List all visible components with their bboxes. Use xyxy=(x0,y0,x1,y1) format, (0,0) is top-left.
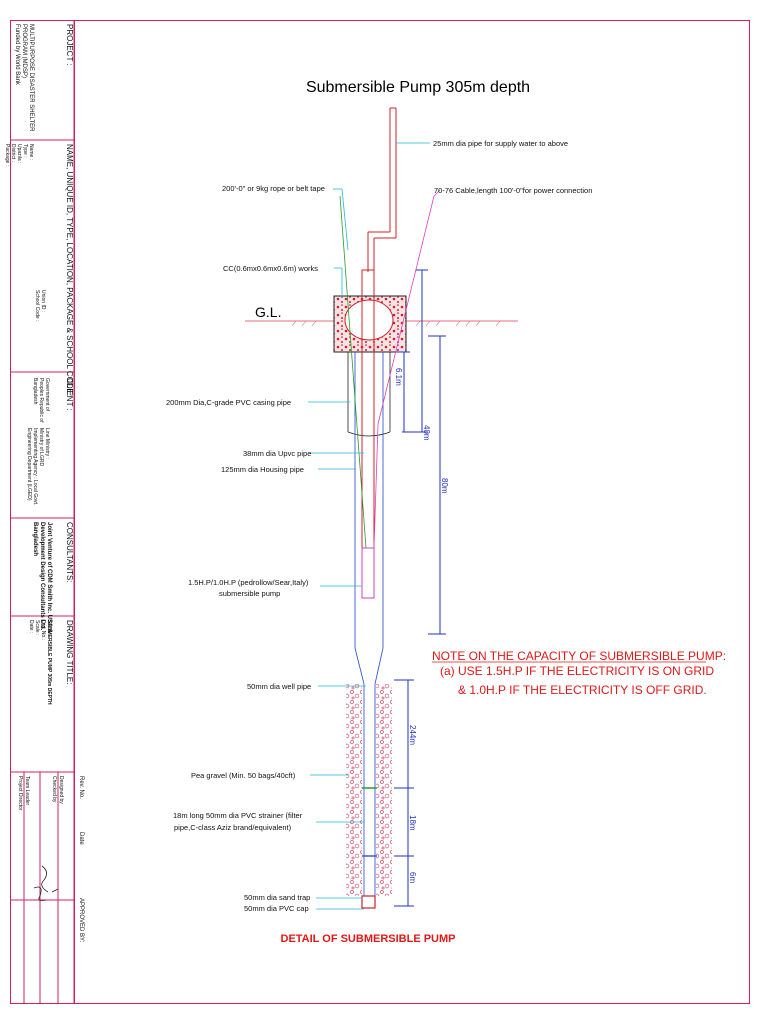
supply-pipe xyxy=(367,107,397,272)
well-pipe xyxy=(363,684,376,896)
callout-strainer-1: 18m long 50mm dia PVC strainer (filter xyxy=(173,811,303,820)
outer-frame xyxy=(10,20,750,1004)
capacity-note: NOTE ON THE CAPACITY OF SUBMERSIBLE PUMP… xyxy=(432,649,726,697)
dim-6m: 6m xyxy=(408,872,417,883)
sand-trap xyxy=(361,895,376,909)
cable-drop xyxy=(373,423,379,549)
callout-pump-1: 1.5H.P/1.0H.P (pedrollow/Sear,Italy) xyxy=(188,578,309,587)
note-line-1: (a) USE 1.5H.P IF THE ELECTRICITY IS ON … xyxy=(440,664,714,678)
leader-lines xyxy=(308,142,430,910)
callout-upvc-pipe: 38mm dia Upvc pipe xyxy=(243,449,311,458)
cc-works-opening xyxy=(344,299,394,341)
signature-marks xyxy=(33,865,59,901)
drawing-area-border xyxy=(74,20,750,1004)
callout-cc-works: CC(0.6mx0.6mx0.6m) works xyxy=(223,264,318,273)
dim-244m: 244m xyxy=(408,725,417,745)
housing-pipe xyxy=(354,352,384,685)
submersible-pump xyxy=(361,547,375,599)
cable-leader xyxy=(433,189,441,197)
gravel-pack-right xyxy=(376,684,392,896)
dim-40m: 40m xyxy=(422,425,431,441)
callout-pump-2: submersible pump xyxy=(219,589,280,598)
ground-level-label: G.L. xyxy=(255,304,281,320)
dim-80m: 80m xyxy=(440,478,449,494)
callout-strainer-2: pipe,C-class Aziz brand/equivalent) xyxy=(174,823,292,832)
callouts: 25mm dia pipe for supply water to above … xyxy=(166,139,592,913)
callout-gravel: Pea gravel (Min. 50 bags/40cft) xyxy=(191,771,296,780)
dimension-labels: 6.1m 40m 80m 244m 18m 6m xyxy=(394,368,449,883)
ground-hatch xyxy=(291,320,501,327)
dim-6-1m: 6.1m xyxy=(394,368,403,386)
rope-line xyxy=(339,195,367,549)
diagram-title: Submersible Pump 305m depth xyxy=(306,79,530,96)
cable-line xyxy=(377,195,435,425)
callout-supply-pipe: 25mm dia pipe for supply water to above xyxy=(433,139,568,148)
callout-cap: 50mm dia PVC cap xyxy=(244,904,309,913)
dim-18m: 18m xyxy=(408,815,417,831)
callout-rope: 200'-0" or 9kg rope or belt tape xyxy=(222,184,325,193)
callout-housing: 125mm dia Housing pipe xyxy=(221,465,304,474)
callout-sand-trap: 50mm dia sand trap xyxy=(244,893,310,902)
callout-well-pipe: 50mm dia well pipe xyxy=(247,682,311,691)
callout-casing: 200mm Dia,C-grade PVC casing pipe xyxy=(166,398,291,407)
gravel-pack-left xyxy=(346,684,362,896)
detail-title: DETAIL OF SUBMERSIBLE PUMP xyxy=(281,933,456,945)
dimension-lines xyxy=(394,269,446,907)
note-line-2: & 1.0H.P IF THE ELECTRICITY IS OFF GRID. xyxy=(458,683,707,697)
callout-cable: 70-76 Cable,length 100'-0"for power conn… xyxy=(434,186,592,195)
casing-pipe xyxy=(347,352,391,437)
note-heading: NOTE ON THE CAPACITY OF SUBMERSIBLE PUMP… xyxy=(432,649,726,663)
